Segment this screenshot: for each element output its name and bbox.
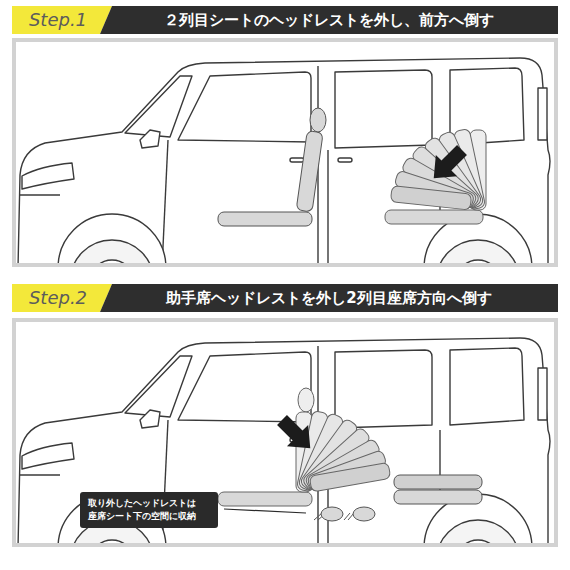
car-illustration <box>18 338 550 545</box>
headrest <box>321 507 343 521</box>
step-heading: 助手席ヘッドレストを外し2列目座席方向へ倒す <box>166 289 491 307</box>
seat-backrest <box>309 462 391 492</box>
seat-cushion <box>394 490 482 504</box>
panel-frame <box>14 320 556 545</box>
bar-shape <box>100 284 558 312</box>
van-body <box>18 338 550 545</box>
step-tag: Step.2 <box>12 284 112 312</box>
step-label: Step.2 <box>29 287 87 309</box>
seat-backrest <box>390 186 471 210</box>
seat-backrest <box>394 475 482 489</box>
tag-shape <box>12 6 112 34</box>
seat-cushion <box>218 212 312 226</box>
note-box: 取り外したヘッドレストは 座席シート下の空間に収納 <box>80 492 218 528</box>
step-label: Step.1 <box>29 9 87 31</box>
stored-headrests <box>314 507 375 521</box>
headrest <box>353 507 375 521</box>
seat-cushion <box>385 210 483 224</box>
second-row-seat <box>394 475 482 504</box>
step-heading-bar: 助手席ヘッドレストを外し2列目座席方向へ倒す <box>100 284 558 312</box>
step-tag: Step.1 <box>12 6 112 34</box>
step-heading: ２列目シートのヘッドレストを外し、前方へ倒す <box>164 11 494 29</box>
direction-arrow <box>271 409 320 458</box>
headrest <box>310 108 326 132</box>
panel-frame <box>14 40 556 265</box>
bar-shape <box>100 6 558 34</box>
leader-line <box>224 509 306 513</box>
seat-backrest <box>296 131 323 212</box>
note-box-outline <box>80 492 218 528</box>
note-text: 取り外したヘッドレストは 座席シート下の空間に収納 <box>88 497 210 522</box>
car-illustration <box>18 58 550 265</box>
front-seat <box>218 108 326 226</box>
van-body <box>18 58 550 265</box>
headrest-ghost <box>298 388 314 412</box>
seat-cushion <box>218 492 312 506</box>
front-seat <box>218 388 391 506</box>
step-heading-bar: ２列目シートのヘッドレストを外し、前方へ倒す <box>100 6 558 34</box>
second-row-seat <box>385 128 486 224</box>
note-shape <box>80 492 218 528</box>
tag-shape <box>12 284 112 312</box>
direction-arrow <box>423 139 472 188</box>
